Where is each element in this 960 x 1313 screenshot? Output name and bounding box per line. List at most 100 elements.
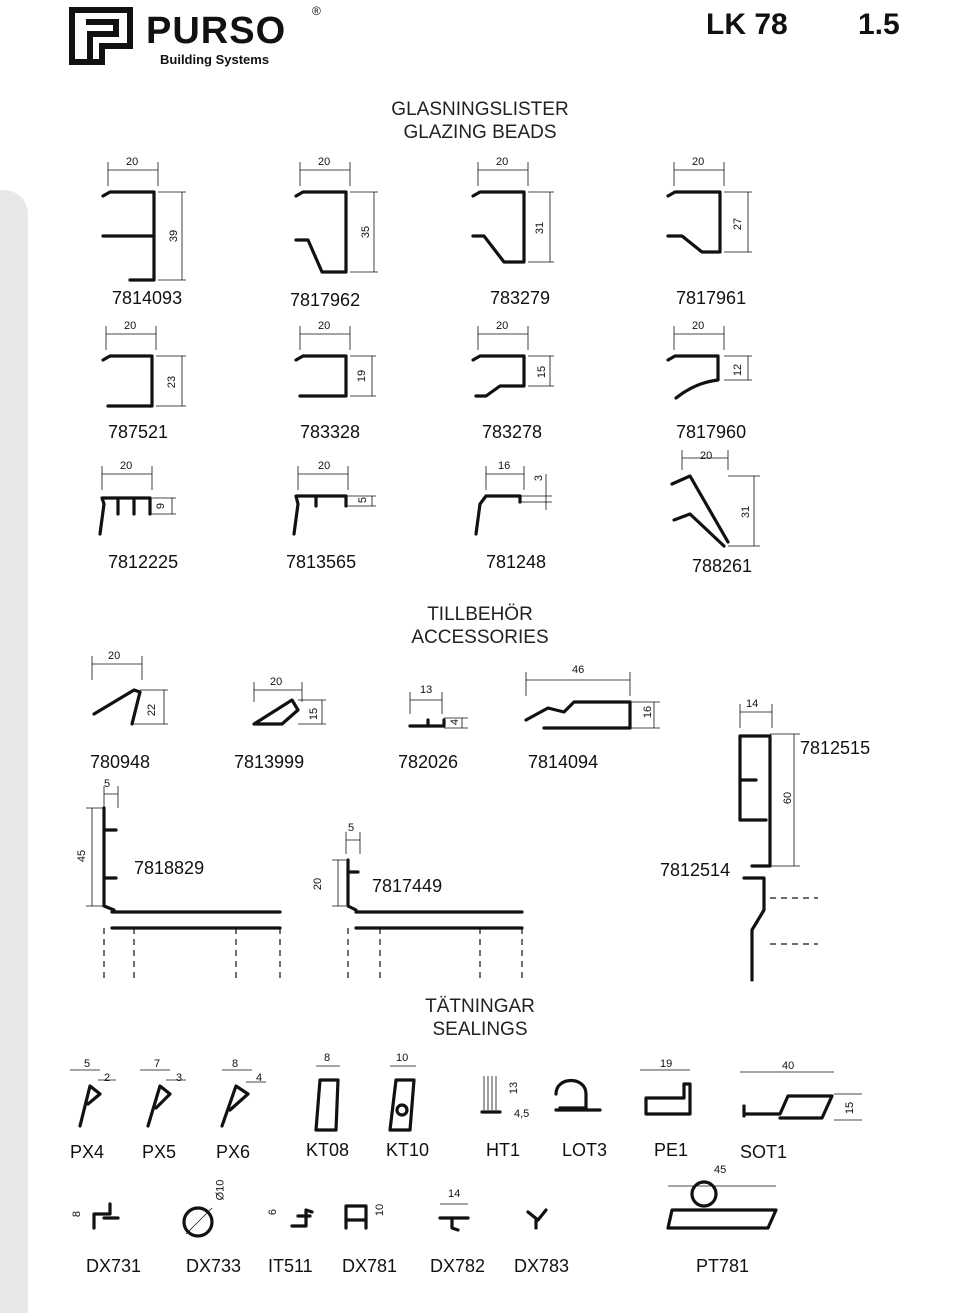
glazing-heading-en: GLAZING BEADS: [403, 122, 557, 143]
accessory-width-7812515: 14: [746, 698, 759, 710]
bead-width-783279: 20: [496, 156, 509, 168]
accessory-width-780948: 20: [108, 650, 121, 662]
glazing-heading-sv: GLASNINGSLISTER: [391, 99, 569, 120]
profile-783328: [294, 326, 376, 398]
seal-dim2-ht1: 4,5: [514, 1108, 530, 1120]
seal-sot1: [740, 1071, 862, 1121]
seal-dim1-kt08: 8: [324, 1052, 331, 1064]
bead-width-7817960: 20: [692, 320, 705, 332]
bead-code-783279: 783279: [490, 288, 551, 308]
profile-7814094: [524, 672, 660, 730]
bead-height-783328: 19: [356, 369, 369, 383]
seal-code-px5: PX5: [142, 1142, 177, 1162]
bead-width-788261: 20: [700, 450, 713, 462]
seal-px6: [220, 1069, 266, 1128]
seal-code-dx781: DX781: [342, 1256, 398, 1276]
bead-code-781248: 781248: [486, 552, 547, 572]
seal-dim1-pt781: 45: [714, 1164, 727, 1176]
bead-width-7812225: 20: [120, 460, 133, 472]
accessory-code-7814094: 7814094: [528, 752, 599, 772]
bead-code-787521: 787521: [108, 422, 169, 442]
bead-height-787521: 23: [166, 375, 179, 389]
accessories-heading-en: ACCESSORIES: [411, 627, 549, 648]
seal-kt08: [314, 1065, 340, 1132]
sealings-heading-sv: TÄTNINGAR: [425, 996, 535, 1017]
seal-dx781: [344, 1204, 368, 1230]
seal-dim1-it511: 6: [267, 1208, 280, 1216]
accessory-code-7812514: 7812514: [660, 860, 731, 880]
profile-7818829: [86, 786, 119, 912]
accessory-code-7817449: 7817449: [372, 876, 443, 896]
sealings-heading-en: SEALINGS: [432, 1019, 528, 1040]
frame-section-right: [742, 876, 818, 982]
seal-code-px6: PX6: [216, 1142, 251, 1162]
bead-height-783279: 31: [534, 221, 547, 235]
seal-kt10: [388, 1065, 416, 1132]
seal-dx731: [92, 1202, 120, 1230]
registered-mark: ®: [312, 4, 321, 18]
profile-783279: [471, 162, 554, 264]
seal-dim2-px4: 2: [104, 1072, 111, 1084]
seal-ht1: [480, 1076, 502, 1114]
profile-780948: [91, 656, 168, 726]
seal-dim2-px5: 3: [176, 1072, 183, 1084]
accessory-height-7818829: 45: [76, 849, 89, 863]
bead-code-783328: 783328: [300, 422, 361, 442]
seal-code-dx783: DX783: [514, 1256, 570, 1276]
profile-787521: [101, 326, 186, 408]
bead-width-7814093: 20: [126, 156, 139, 168]
seal-code-px4: PX4: [70, 1142, 105, 1162]
seal-pe1: [640, 1069, 692, 1116]
bead-code-7817962: 7817962: [290, 290, 361, 310]
accessory-code-7813999: 7813999: [234, 752, 305, 772]
seal-dim1-kt10: 10: [396, 1052, 409, 1064]
accessory-height-7813999: 15: [308, 707, 321, 721]
frame-section-left: [103, 910, 282, 980]
accessory-width-7817449: 5: [348, 822, 355, 834]
profile-7814093: [101, 162, 186, 282]
seal-dim1-dx731: 8: [71, 1210, 84, 1218]
seal-code-kt08: KT08: [306, 1140, 350, 1160]
profile-7813999: [252, 682, 326, 726]
bead-height-7817962: 35: [360, 225, 373, 239]
seal-code-lot3: LOT3: [562, 1140, 608, 1160]
seal-dim1-pe1: 19: [660, 1058, 673, 1070]
bead-height-788261: 31: [740, 505, 753, 519]
seal-dx733: [182, 1206, 214, 1238]
bead-code-7817960: 7817960: [676, 422, 747, 442]
bead-height-783278: 15: [536, 365, 549, 379]
seal-px5: [140, 1069, 186, 1128]
seal-code-ht1: HT1: [486, 1140, 521, 1160]
side-tab: [0, 190, 28, 1313]
seal-code-sot1: SOT1: [740, 1142, 788, 1162]
seal-dim2-px6: 4: [256, 1072, 263, 1084]
profile-7817962: [294, 162, 378, 274]
seal-dim1-sot1: 40: [782, 1060, 795, 1072]
seal-code-dx733: DX733: [186, 1256, 242, 1276]
accessory-width-782026: 13: [420, 684, 433, 696]
bead-code-7814093: 7814093: [112, 288, 183, 308]
accessory-width-7818829: 5: [104, 778, 111, 790]
bead-width-7817961: 20: [692, 156, 705, 168]
accessories-heading-sv: TILLBEHÖR: [427, 604, 533, 625]
profile-7812515: [738, 704, 800, 868]
bead-width-787521: 20: [124, 320, 137, 332]
purso-logo: [69, 7, 133, 65]
profile-783278: [471, 326, 554, 398]
seal-dim1-dx781: 10: [374, 1203, 387, 1217]
bead-height-7817961: 27: [732, 217, 745, 231]
bead-code-7813565: 7813565: [286, 552, 357, 572]
bead-width-7813565: 20: [318, 460, 331, 472]
profile-7817449: [332, 832, 361, 912]
profile-7817960: [666, 326, 752, 400]
page-number: 1.5: [858, 8, 900, 41]
model-title: LK 78: [706, 8, 788, 41]
bead-code-7812225: 7812225: [108, 552, 179, 572]
accessory-height-780948: 22: [146, 703, 159, 717]
seal-dim1-dx733: Ø10: [214, 1179, 227, 1201]
bead-width-781248: 16: [498, 460, 511, 472]
profile-782026: [408, 692, 468, 729]
seal-dim2-sot1: 15: [844, 1101, 857, 1115]
bead-height-781248: 3: [533, 474, 546, 482]
profile-788261: [670, 450, 760, 548]
